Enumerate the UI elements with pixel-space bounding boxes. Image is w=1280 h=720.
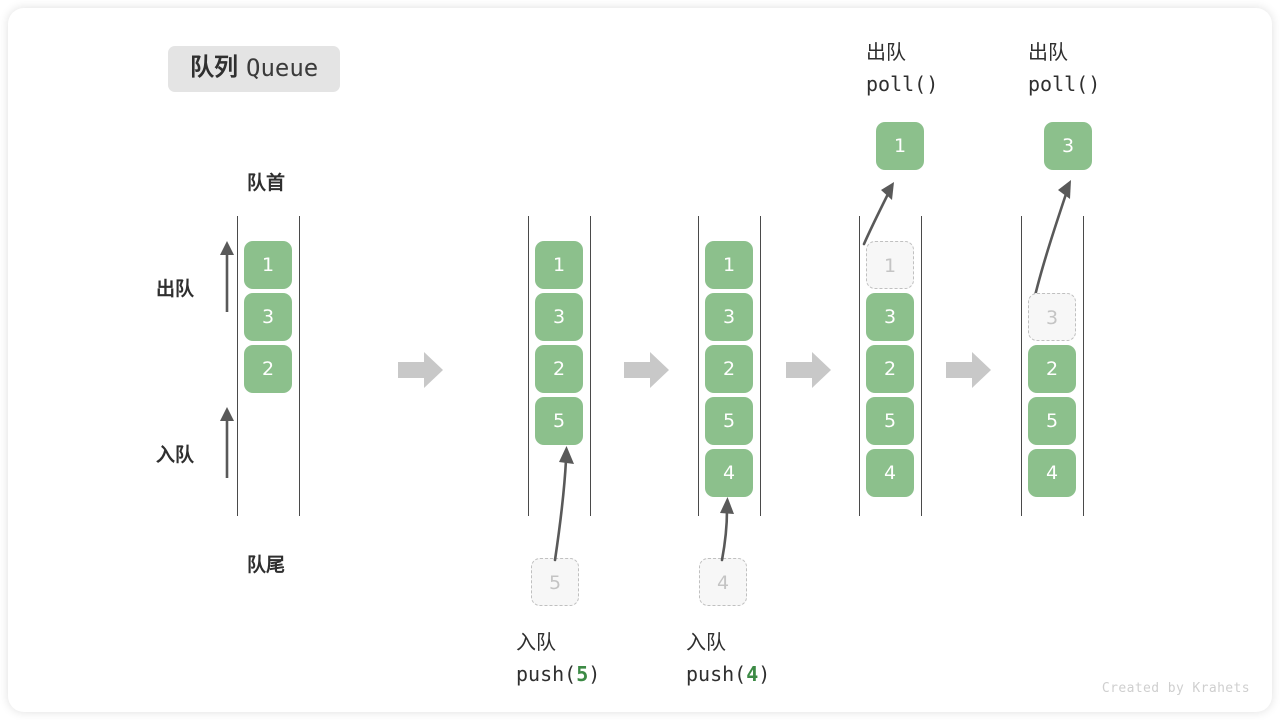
operation-caption-code: poll() xyxy=(1028,72,1101,96)
rail-right xyxy=(921,216,922,516)
queue-slot: 5 xyxy=(1028,397,1076,445)
queue-slot: 2 xyxy=(535,345,583,393)
queue-slot: 1 xyxy=(535,241,583,289)
operation-fn-arg: 5 xyxy=(576,662,589,686)
step-arrow-icon xyxy=(946,350,992,390)
operation-caption-code: push(4) xyxy=(686,659,770,690)
operation-caption-poll-3: 出队 poll() xyxy=(1028,38,1100,100)
step-arrow-icon xyxy=(398,350,444,390)
dequeue-direction-label: 出队 xyxy=(156,279,195,300)
incoming-element-ghost: 5 xyxy=(531,558,579,606)
queue-slot: 3 xyxy=(705,293,753,341)
title-badge: 队列 Queue xyxy=(168,46,341,92)
operation-fn-close: ) xyxy=(758,662,771,686)
queue-slot: 1 xyxy=(244,241,292,289)
enqueue-flow-arrow-icon xyxy=(698,492,778,564)
rail-right xyxy=(1083,216,1084,516)
operation-fn-name: push( xyxy=(516,662,577,686)
incoming-element-ghost: 4 xyxy=(699,558,747,606)
queue-slot: 3 xyxy=(535,293,583,341)
watermark: Created by Krahets xyxy=(1101,681,1250,696)
title-en: Queue xyxy=(246,54,319,82)
queue-slot-ghost: 1 xyxy=(866,241,914,289)
queue-slot-ghost: 3 xyxy=(1028,293,1076,341)
operation-caption-code: push(5) xyxy=(516,659,600,690)
queue-tail-label: 队尾 xyxy=(247,555,286,576)
operation-fn-arg: 4 xyxy=(746,662,759,686)
dequeue-flow-arrow-icon xyxy=(1008,176,1098,306)
dequeue-flow-arrow-icon xyxy=(848,178,928,250)
enqueue-flow-arrow-icon xyxy=(528,438,608,563)
popped-element: 3 xyxy=(1044,122,1092,170)
enqueue-direction-label: 入队 xyxy=(156,445,195,466)
title-cn: 队列 xyxy=(190,54,238,81)
rail-left xyxy=(698,216,699,516)
queue-slot: 3 xyxy=(866,293,914,341)
queue-slot: 5 xyxy=(866,397,914,445)
rail-right xyxy=(590,216,591,516)
diagram-card: 队列 Queue 队首 队尾 出队 入队 1 3 2 1 3 2 xyxy=(8,8,1272,712)
popped-element: 1 xyxy=(876,122,924,170)
rail-left xyxy=(528,216,529,516)
queue-slot: 5 xyxy=(535,397,583,445)
queue-slot: 1 xyxy=(705,241,753,289)
enqueue-direction-arrow-icon xyxy=(218,406,236,478)
step-arrow-icon xyxy=(786,350,832,390)
operation-caption-code: poll() xyxy=(866,72,939,96)
operation-caption-cn: 出队 xyxy=(1028,42,1068,64)
rail-right xyxy=(760,216,761,516)
queue-slot: 4 xyxy=(705,449,753,497)
queue-slot: 2 xyxy=(244,345,292,393)
rail-left xyxy=(859,216,860,516)
operation-caption-poll-1: 出队 poll() xyxy=(866,38,938,100)
operation-caption-cn: 入队 xyxy=(686,632,726,654)
operation-fn-name: push( xyxy=(686,662,747,686)
queue-slot: 4 xyxy=(1028,449,1076,497)
operation-caption-cn: 入队 xyxy=(516,632,556,654)
operation-caption-push-5: 入队 push(5) xyxy=(516,628,600,690)
step-arrow-icon xyxy=(624,350,670,390)
queue-slot: 2 xyxy=(1028,345,1076,393)
rail-left xyxy=(1021,216,1022,516)
operation-caption-cn: 出队 xyxy=(866,42,906,64)
rail-right xyxy=(299,216,300,516)
queue-slot: 3 xyxy=(244,293,292,341)
rail-left xyxy=(237,216,238,516)
queue-slot: 2 xyxy=(866,345,914,393)
queue-head-label: 队首 xyxy=(247,173,286,194)
queue-slot: 5 xyxy=(705,397,753,445)
queue-slot: 4 xyxy=(866,449,914,497)
queue-slot: 2 xyxy=(705,345,753,393)
operation-caption-push-4: 入队 push(4) xyxy=(686,628,770,690)
operation-fn-close: ) xyxy=(588,662,601,686)
dequeue-direction-arrow-icon xyxy=(218,240,236,312)
